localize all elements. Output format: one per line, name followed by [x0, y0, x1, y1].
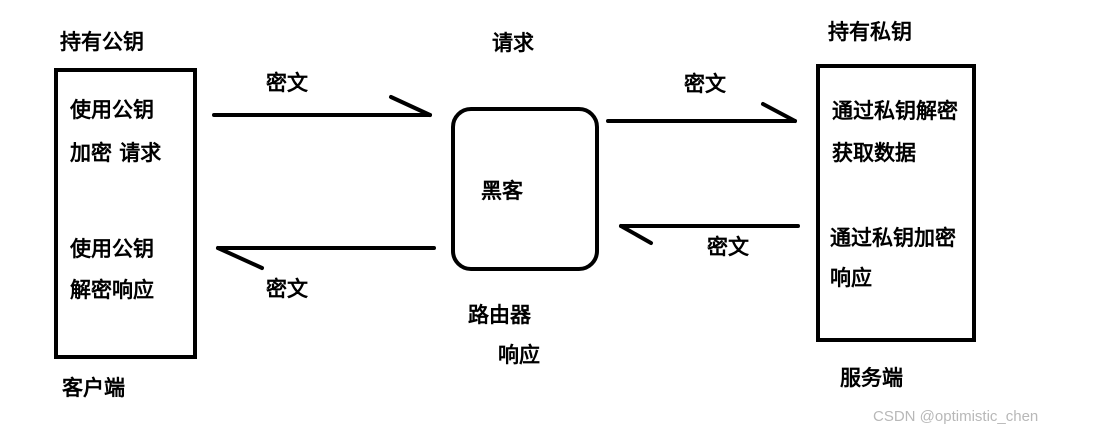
server-line-3: 通过私钥加密: [830, 226, 956, 250]
client-line-3: 使用公钥: [70, 237, 154, 261]
ciphertext-label-server-to-hacker: 密文: [707, 235, 749, 259]
server-line-2: 获取数据: [832, 141, 916, 165]
hacker-box: [451, 107, 599, 271]
arrow-client-to-hacker: [212, 95, 432, 117]
hacker-label: 黑客: [481, 179, 523, 203]
ciphertext-label-hacker-to-client: 密文: [266, 277, 308, 301]
arrow-server-to-hacker: [619, 224, 800, 245]
response-label: 响应: [498, 343, 540, 367]
server-box: [816, 64, 976, 342]
watermark: CSDN @optimistic_chen: [873, 408, 1039, 425]
client-key-header: 持有公钥: [60, 30, 144, 54]
client-box: [54, 68, 197, 359]
server-line-4: 响应: [830, 266, 872, 290]
client-label: 客户端: [62, 376, 125, 400]
request-label: 请求: [492, 31, 534, 55]
client-line-4: 解密响应: [70, 278, 154, 302]
arrow-hacker-to-client: [216, 246, 436, 270]
server-label: 服务端: [840, 366, 903, 390]
arrow-hacker-to-server: [606, 102, 797, 123]
ciphertext-label-hacker-to-server: 密文: [684, 72, 726, 96]
ciphertext-label-client-to-hacker: 密文: [266, 71, 308, 95]
server-line-1: 通过私钥解密: [832, 99, 958, 123]
server-key-header: 持有私钥: [828, 20, 912, 44]
client-line-2: 加密 请求: [70, 141, 162, 165]
router-label: 路由器: [468, 303, 531, 327]
client-line-1: 使用公钥: [70, 98, 154, 122]
